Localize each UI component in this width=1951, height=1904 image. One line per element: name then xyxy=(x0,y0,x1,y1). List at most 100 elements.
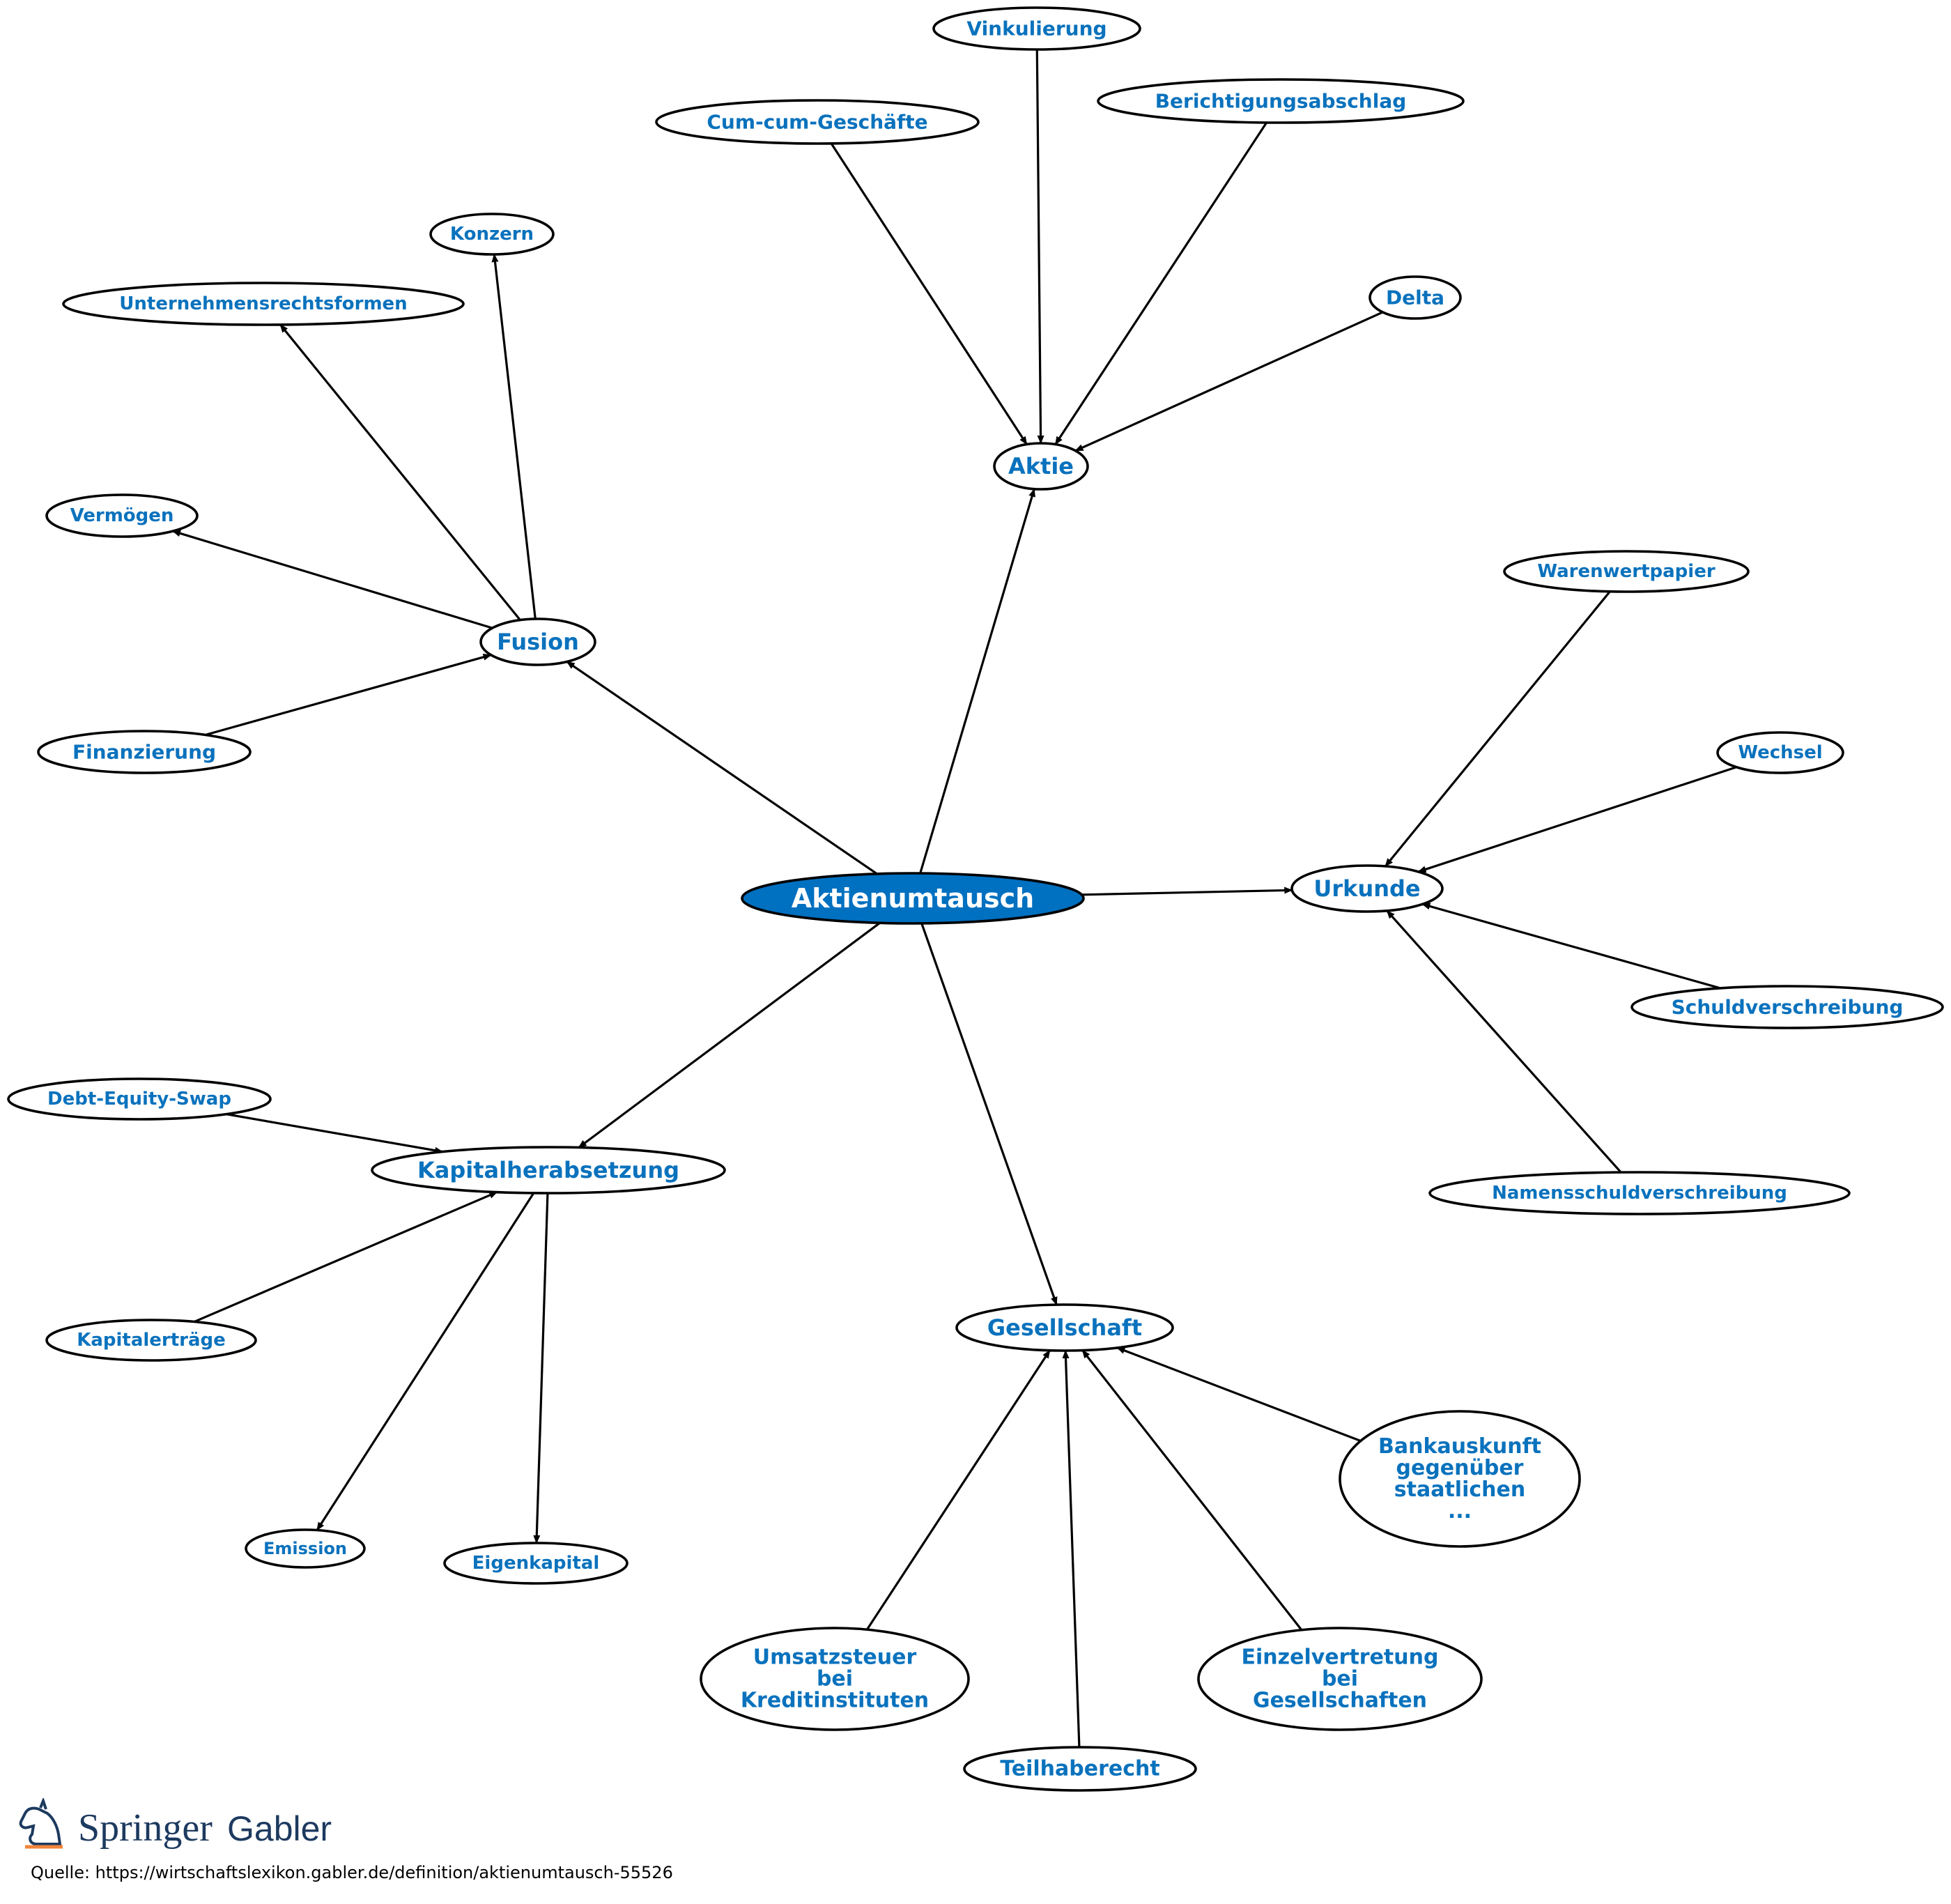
node-label: Teilhaberecht xyxy=(1000,1757,1159,1781)
node-label: Vermögen xyxy=(70,505,174,526)
edge-fusion-to-konzern xyxy=(491,253,537,620)
horse-icon xyxy=(19,1797,63,1849)
node-delta[interactable]: Delta xyxy=(1368,275,1462,320)
node-label: Namensschuldverschreibung xyxy=(1492,1183,1787,1204)
node-ellipse xyxy=(443,1542,629,1585)
node-finanzierung[interactable]: Finanzierung xyxy=(37,730,252,774)
node-ellipse xyxy=(993,442,1089,491)
node-ellipse xyxy=(429,213,555,256)
node-warenwertpapier[interactable]: Warenwertpapier xyxy=(1503,550,1750,593)
edge-einzelvertretung-to-gesellschaft xyxy=(1081,1349,1303,1631)
edge-center-to-urkunde xyxy=(1081,886,1293,896)
node-eigenkapital[interactable]: Eigenkapital xyxy=(443,1542,629,1585)
node-wechsel[interactable]: Wechsel xyxy=(1716,731,1844,774)
node-konzern[interactable]: Konzern xyxy=(429,213,555,256)
node-label: Emission xyxy=(263,1539,347,1558)
springer-gabler-logo: Springer Gabler xyxy=(19,1797,332,1850)
edge-kapitalherabsetzung-to-eigenkapital xyxy=(533,1192,549,1544)
node-label: ... xyxy=(1448,1499,1472,1523)
node-ellipse xyxy=(45,1319,257,1362)
edge-delta-to-aktie xyxy=(1074,311,1384,452)
node-fusion[interactable]: Fusion xyxy=(479,617,596,666)
node-urkunde[interactable]: Urkunde xyxy=(1290,864,1444,913)
node-label: Wechsel xyxy=(1738,742,1822,763)
edge-debt_equity_swap-to-kapitalherabsetzung xyxy=(226,1113,444,1154)
node-label: bei xyxy=(817,1667,853,1691)
edge-fusion-to-unternehmensrechtsformen xyxy=(279,323,521,621)
node-label: Umsatzsteuer xyxy=(753,1645,917,1670)
edges xyxy=(172,49,1737,1748)
node-emission[interactable]: Emission xyxy=(245,1528,366,1569)
node-label: Fusion xyxy=(497,629,579,655)
node-label: bei xyxy=(1322,1667,1358,1691)
node-aktie[interactable]: Aktie xyxy=(993,442,1089,491)
edge-wechsel-to-urkunde xyxy=(1417,766,1737,873)
node-ellipse xyxy=(371,1146,726,1195)
edge-berichtigungsabschlag-to-aktie xyxy=(1054,122,1268,445)
node-kapitalertraege[interactable]: Kapitalerträge xyxy=(45,1319,257,1362)
node-ellipse xyxy=(1428,1171,1851,1215)
source-caption: Quelle: https://wirtschaftslexikon.gable… xyxy=(31,1863,673,1882)
edge-schuldverschreibung-to-urkunde xyxy=(1421,903,1721,990)
gabler-wordmark: Gabler xyxy=(227,1809,332,1848)
node-ellipse xyxy=(1630,985,1944,1029)
node-ellipse xyxy=(1339,1410,1581,1548)
node-label: Schuldverschreibung xyxy=(1672,996,1904,1019)
node-ellipse xyxy=(245,1528,366,1569)
node-label: Warenwertpapier xyxy=(1537,561,1715,582)
edge-vinkulierung-to-aktie xyxy=(1035,49,1044,445)
springer-wordmark: Springer xyxy=(78,1806,213,1850)
node-ellipse xyxy=(1290,864,1444,913)
node-bankauskunft[interactable]: Bankauskunftgegenüberstaatlichen... xyxy=(1339,1410,1581,1548)
edge-center-to-kapitalherabsetzung xyxy=(578,922,881,1149)
edge-center-to-fusion xyxy=(566,661,878,875)
node-ellipse xyxy=(741,872,1085,925)
node-berichtigungsabschlag[interactable]: Berichtigungsabschlag xyxy=(1097,78,1465,124)
node-ellipse xyxy=(62,282,465,326)
node-label: Konzern xyxy=(450,224,534,245)
node-schuldverschreibung[interactable]: Schuldverschreibung xyxy=(1630,985,1944,1029)
node-ellipse xyxy=(1097,78,1465,124)
edge-namensschuldverschreibung-to-urkunde xyxy=(1386,909,1622,1174)
node-ellipse xyxy=(7,1077,272,1121)
edge-bankauskunft-to-gesellschaft xyxy=(1116,1346,1362,1443)
node-ellipse xyxy=(479,617,596,666)
edge-warenwertpapier-to-urkunde xyxy=(1384,590,1611,867)
node-label: Einzelvertretung xyxy=(1242,1645,1439,1670)
node-gesellschaft[interactable]: Gesellschaft xyxy=(955,1303,1174,1352)
node-ellipse xyxy=(655,99,980,145)
node-label: Aktienumtausch xyxy=(792,883,1034,914)
node-ellipse xyxy=(700,1627,970,1731)
node-label: Urkunde xyxy=(1313,875,1420,902)
node-debt-equity-swap[interactable]: Debt-Equity-Swap xyxy=(7,1077,272,1121)
node-label: Bankauskunft xyxy=(1378,1434,1541,1459)
node-ellipse xyxy=(1716,731,1844,774)
node-cum-cum[interactable]: Cum-cum-Geschäfte xyxy=(655,99,980,145)
edge-cum_cum-to-aktie xyxy=(830,143,1028,445)
node-label: staatlichen xyxy=(1394,1477,1525,1502)
node-vermoegen[interactable]: Vermögen xyxy=(45,493,199,538)
node-unternehmensrechtsformen[interactable]: Unternehmensrechtsformen xyxy=(62,282,465,326)
edge-center-to-gesellschaft xyxy=(920,923,1058,1306)
center-node[interactable]: Aktienumtausch xyxy=(741,872,1085,925)
node-label: Cum-cum-Geschäfte xyxy=(707,111,927,134)
edge-finanzierung-to-fusion xyxy=(205,653,492,737)
node-label: Finanzierung xyxy=(72,741,216,764)
node-label: Kreditinstituten xyxy=(741,1688,929,1712)
node-ellipse xyxy=(955,1303,1174,1352)
node-ellipse xyxy=(45,493,199,538)
node-label: Kapitalerträge xyxy=(77,1330,226,1351)
node-teilhaberecht[interactable]: Teilhaberecht xyxy=(963,1746,1197,1792)
node-ellipse xyxy=(963,1746,1197,1792)
node-kapitalherabsetzung[interactable]: Kapitalherabsetzung xyxy=(371,1146,726,1195)
node-label: Berichtigungsabschlag xyxy=(1155,90,1407,113)
edge-kapitalherabsetzung-to-emission xyxy=(316,1192,535,1531)
node-ellipse xyxy=(37,730,252,774)
edge-kapitalertraege-to-kapitalherabsetzung xyxy=(194,1191,498,1323)
edge-fusion-to-vermoegen xyxy=(172,530,493,629)
node-namensschuldverschreibung[interactable]: Namensschuldverschreibung xyxy=(1428,1171,1851,1215)
node-ellipse xyxy=(1197,1627,1483,1731)
node-vinkulierung[interactable]: Vinkulierung xyxy=(932,6,1141,51)
